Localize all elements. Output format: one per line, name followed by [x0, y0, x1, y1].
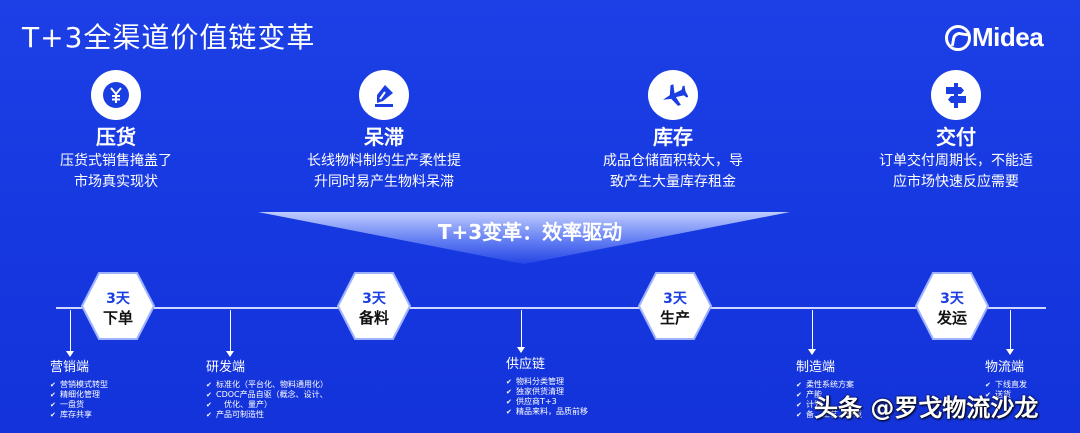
- endpoint-name: 制造端: [796, 360, 836, 375]
- pen-nib-icon: [359, 70, 409, 120]
- pillar-daizhi: 呆滞 长线物料制约生产柔性提 升同时易产生物料呆滞: [300, 70, 468, 193]
- endpoint-supply-chain: 供应链 物料分类管理 独家供货清理 供应商T+3 精品来料，品质前移: [506, 357, 588, 417]
- pillar-desc-line: 应市场快速反应需要: [893, 174, 1019, 190]
- funnel-label: T+3变革：效率驱动: [437, 220, 623, 244]
- endpoint-item: 标准化（平台化、物料通用化）: [206, 380, 328, 390]
- stage-fayun: 3天 发运: [914, 271, 990, 341]
- endpoint-item: 独家供货清理: [506, 387, 588, 397]
- arrow-down-icon: [517, 310, 525, 353]
- endpoint-item: 一盘货: [50, 400, 108, 410]
- endpoint-item: 库存共享: [50, 410, 108, 420]
- pillar-desc-line: 订单交付周期长，不能适: [879, 153, 1033, 169]
- pillar-yahuo: 压货 压货式销售掩盖了 市场真实现状: [48, 70, 184, 193]
- pillar-desc-line: 压货式销售掩盖了: [60, 153, 172, 169]
- pillar-desc-line: 升同时易产生物料呆滞: [314, 174, 454, 190]
- midea-logo-mark: [945, 24, 971, 51]
- hexagon-shape: [80, 272, 156, 340]
- arrow-down-icon: [66, 310, 74, 357]
- pillar-desc-line: 市场真实现状: [74, 174, 158, 190]
- pillar-desc-line: 成品仓储面积较大，导: [603, 153, 743, 169]
- arrow-down-icon: [808, 310, 816, 355]
- endpoint-item: 优化、量产）: [206, 400, 328, 410]
- endpoint-item: 精品来料，品质前移: [506, 407, 588, 417]
- stage-days: 3天: [362, 291, 386, 307]
- endpoint-logistics: 物流端 下线直发 送货: [985, 360, 1027, 400]
- endpoint-item: 物料分类管理: [506, 377, 588, 387]
- pillar-jiaofu: 交付 订单交付周期长，不能适 应市场快速反应需要: [872, 70, 1040, 193]
- pillar-title: 压货: [96, 125, 136, 149]
- hexagon-shape: [914, 272, 990, 340]
- endpoint-item: 送货: [985, 390, 1027, 400]
- hexagon-shape: [336, 272, 412, 340]
- endpoint-item: 备、工艺、环境: [796, 410, 862, 420]
- endpoint-item: 柔性系统方案: [796, 380, 862, 390]
- stage-name: 发运: [936, 309, 967, 327]
- endpoint-marketing: 营销端 营销模式转型 精细化管理 一盘货 库存共享: [50, 360, 108, 420]
- watermark: 头条 @罗戈物流沙龙: [814, 394, 1039, 422]
- delivery-sign-icon: [931, 70, 981, 120]
- arrow-down-icon: [1006, 310, 1014, 355]
- stage-name: 生产: [659, 309, 690, 327]
- stage-days: 3天: [663, 291, 687, 307]
- endpoint-name: 营销端: [50, 360, 90, 375]
- endpoint-rnd: 研发端 标准化（平台化、物料通用化） CDOC产品自驱（概念、设计、 优化、量产…: [206, 360, 328, 420]
- endpoint-name: 物流端: [985, 360, 1025, 375]
- pillar-kucun: 库存 成品仓储面积较大，导 致产生大量库存租金: [592, 70, 754, 193]
- stage-days: 3天: [106, 291, 130, 307]
- timeline-line: [56, 307, 1046, 309]
- midea-logo: Midea: [945, 22, 1044, 53]
- midea-logo-text: Midea: [972, 22, 1044, 52]
- endpoint-name: 供应链: [506, 357, 546, 372]
- yen-coin-icon: [91, 70, 141, 120]
- endpoint-item: CDOC产品自驱（概念、设计、: [206, 390, 328, 400]
- page-title: T+3全渠道价值链变革: [22, 21, 316, 54]
- endpoint-item: 计划: [796, 400, 862, 410]
- endpoint-manufacturing: 制造端 柔性系统方案 产能 计划 备、工艺、环境: [796, 360, 862, 420]
- pillar-title: 库存: [653, 125, 693, 149]
- stage-name: 备料: [358, 309, 389, 327]
- airplane-icon: [648, 70, 698, 120]
- endpoint-item: 营销模式转型: [50, 380, 108, 390]
- stage-shengchan: 3天 生产: [637, 271, 713, 341]
- pillar-desc-line: 长线物料制约生产柔性提: [307, 153, 461, 169]
- pillar-title: 交付: [936, 125, 976, 149]
- pillar-title: 呆滞: [364, 125, 404, 149]
- stage-days: 3天: [940, 291, 964, 307]
- stage-xiadan: 3天 下单: [80, 271, 156, 341]
- funnel-shape: [258, 212, 790, 264]
- stage-beiliao: 3天 备料: [336, 271, 412, 341]
- endpoint-name: 研发端: [206, 360, 246, 375]
- hexagon-shape: [637, 272, 713, 340]
- endpoint-item: 供应商T+3: [506, 397, 588, 407]
- endpoint-item: 下线直发: [985, 380, 1027, 390]
- endpoint-item: 产能: [796, 390, 862, 400]
- stage-name: 下单: [102, 309, 133, 327]
- arrow-down-icon: [226, 310, 234, 357]
- pillar-desc-line: 致产生大量库存租金: [610, 174, 736, 190]
- endpoint-item: 产品可制造性: [206, 410, 328, 420]
- endpoint-item: 精细化管理: [50, 390, 108, 400]
